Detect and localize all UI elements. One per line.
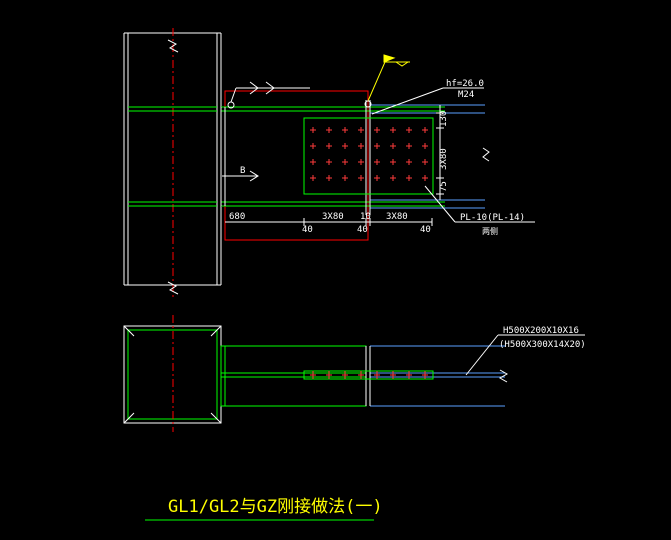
beam-plan: [220, 345, 367, 407]
dim-10: 10: [360, 212, 371, 222]
label-leader: [371, 87, 484, 115]
drawing-title: GL1/GL2与GZ刚接做法(一): [168, 497, 383, 517]
break-mark-icon: [498, 369, 509, 383]
dim-40-b: 40: [357, 225, 368, 235]
break-mark-icon: [167, 39, 179, 53]
dim-75: 75: [439, 181, 449, 192]
right-dimensions: [436, 105, 444, 200]
beam-flanges: [221, 106, 445, 207]
red-detail-outline: [224, 90, 369, 241]
bolt-size-label: M24: [458, 90, 474, 100]
beam-label-secondary: (H500X300X14X20): [499, 340, 586, 350]
break-mark-icon: [167, 281, 179, 295]
bolt-group-right: [374, 127, 428, 181]
dim-130: 130: [439, 111, 449, 127]
plate-sublabel: 两侧: [482, 226, 498, 236]
plan-splice-plate: [303, 370, 434, 380]
section-arrow-icon: [222, 170, 259, 182]
splice-plate: [303, 117, 434, 195]
beam-end-lines: [220, 100, 371, 215]
weld-label: hf=26.0: [446, 79, 484, 89]
weld-flag-icon: [364, 54, 410, 108]
dim-3x80-right: 3X80: [439, 148, 449, 170]
elevation-view: hf=26.0 M24 130 3X80 75 PL-10(PL-14) 两侧 …: [123, 28, 535, 298]
plate-label: PL-10(PL-14): [460, 213, 525, 223]
plate-leader: [424, 185, 535, 223]
dim-3x80-right-bottom: 3X80: [386, 212, 408, 222]
beam-plan-extension: [370, 345, 505, 407]
bottom-dimensions: [225, 218, 433, 226]
dim-3x80-left: 3X80: [322, 212, 344, 222]
marker-label: B: [240, 166, 245, 176]
bolt-group-left: [310, 127, 364, 181]
plan-bolts: [310, 371, 428, 379]
beam-label-primary: H500X200X10X16: [503, 326, 579, 336]
column-plan-corners: [123, 325, 222, 424]
beam-plan-joint: [365, 346, 371, 406]
weld-flag-icon: [227, 81, 310, 109]
plan-view: H500X200X10X16 (H500X300X14X20): [123, 315, 586, 432]
dim-40-a: 40: [302, 225, 313, 235]
beam-label-leader: [465, 334, 585, 376]
beam-extension: [370, 104, 485, 209]
column-stiffeners: [128, 106, 217, 207]
dim-680: 680: [229, 212, 245, 222]
dim-40-c: 40: [420, 225, 431, 235]
break-mark-icon: [482, 147, 490, 162]
